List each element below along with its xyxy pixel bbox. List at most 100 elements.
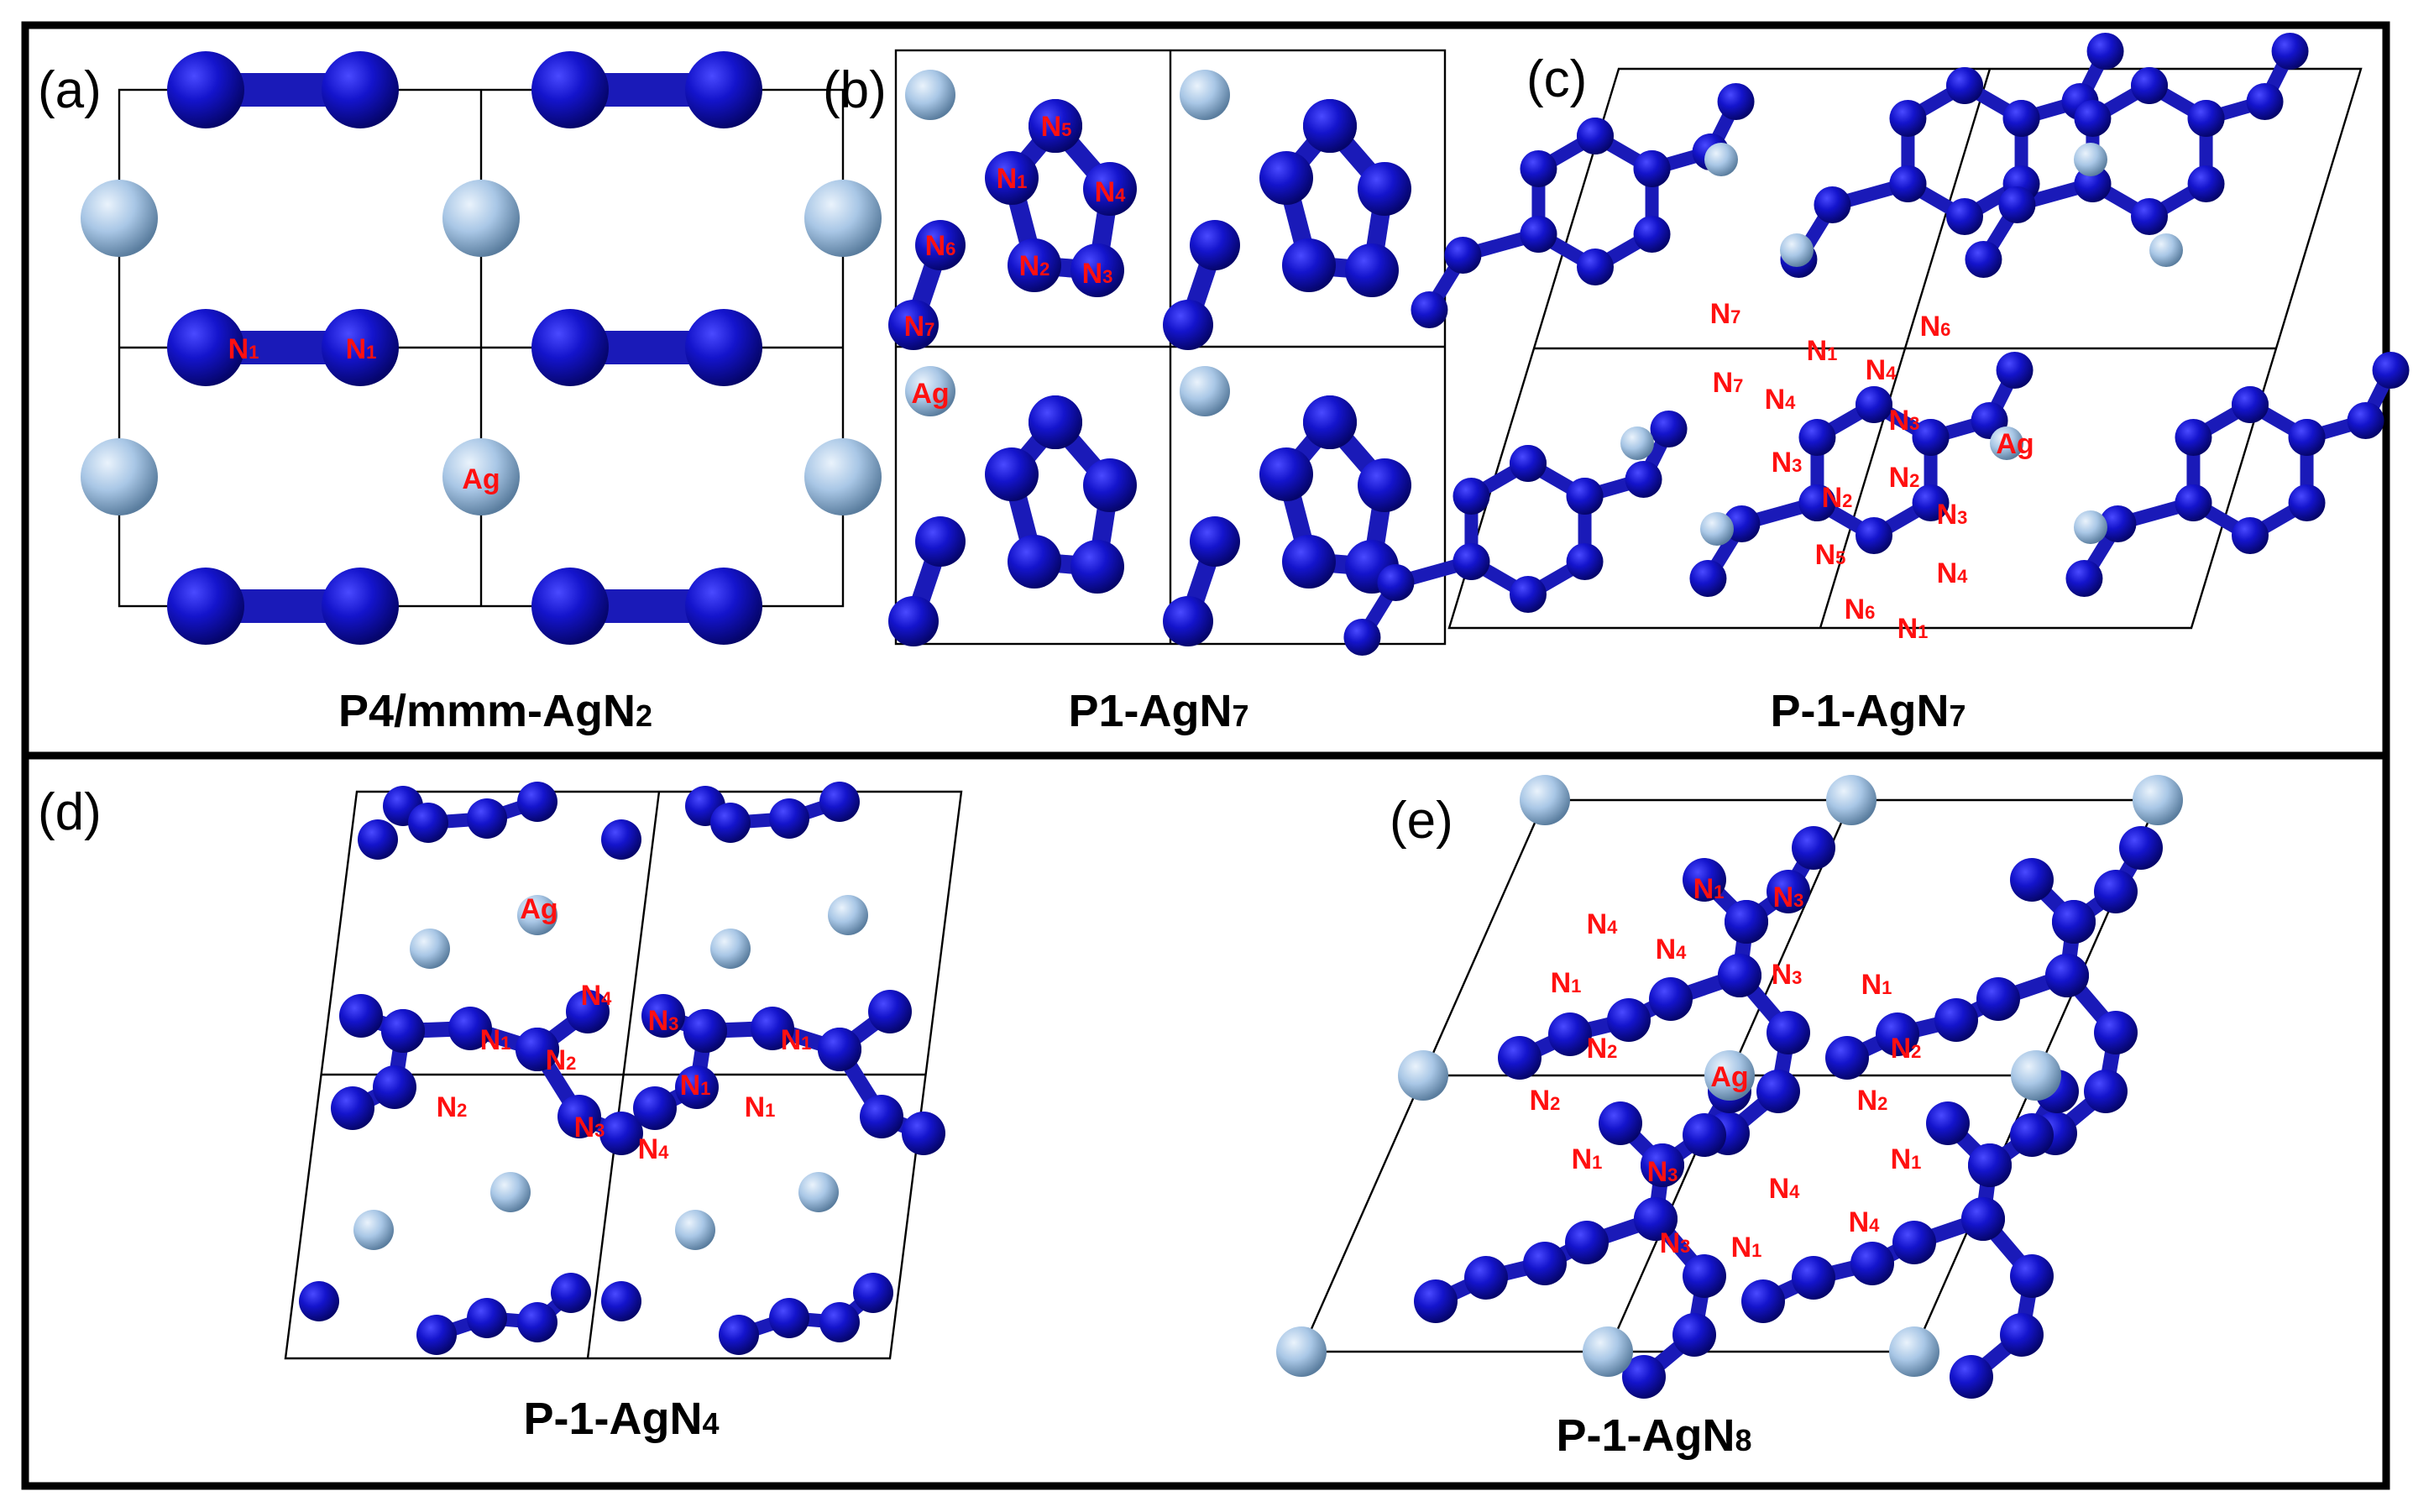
nitrogen-atom: [1792, 826, 1835, 870]
nitrogen-atom: [1965, 241, 2002, 278]
nitrogen-atom: [1259, 447, 1313, 501]
silver-atom: [410, 929, 450, 969]
nitrogen-atom: [601, 819, 641, 860]
nitrogen-atom: [1856, 386, 1892, 423]
nitrogen-atom: [2065, 560, 2103, 597]
nitrogen-atom: [408, 803, 448, 843]
nitrogen-atom: [358, 819, 398, 860]
nitrogen-atom: [2187, 100, 2225, 137]
atom-label: N1: [1731, 1232, 1762, 1263]
nitrogen-atom: [1565, 1221, 1609, 1264]
atom-label: N2: [1891, 1033, 1922, 1065]
nitrogen-atom: [1520, 216, 1557, 253]
atom-label: N4: [1095, 176, 1127, 208]
nitrogen-atom: [1453, 478, 1490, 515]
nitrogen-atom: [531, 309, 609, 386]
nitrogen-atom: [1889, 165, 1927, 202]
silver-atom: [905, 366, 955, 416]
nitrogen-atom: [1876, 1012, 1919, 1056]
nitrogen-atom: [1498, 1036, 1541, 1080]
atom-label: N3: [1937, 499, 1968, 531]
panel-label-e: (e): [1390, 792, 1453, 850]
silver-atom: [1180, 70, 1230, 120]
nitrogen-atom: [1767, 1011, 1810, 1054]
nitrogen-atom: [1303, 99, 1357, 153]
nitrogen-atom: [1411, 291, 1448, 328]
caption-c: P-1-AgN7: [1770, 686, 1965, 736]
panel-label-b: (b): [823, 61, 887, 119]
nitrogen-atom: [1029, 395, 1082, 449]
atom-label: N6: [925, 230, 956, 262]
atom-label: N6: [1920, 311, 1951, 343]
nitrogen-atom: [2131, 67, 2168, 104]
atom-label: N3: [1082, 258, 1113, 290]
atom-label: N7: [1710, 298, 1741, 330]
atom-label: N4: [1769, 1173, 1801, 1205]
caption-d: P-1-AgN4: [523, 1394, 719, 1444]
silver-atom: [353, 1210, 394, 1250]
nitrogen-atom: [1934, 998, 1978, 1042]
nitrogen-atom: [299, 1281, 339, 1321]
atom-label: N2: [1857, 1085, 1888, 1117]
nitrogen-atom: [2094, 1011, 2138, 1054]
panel-label-a: (a): [38, 61, 102, 119]
atom-label: N1: [997, 163, 1028, 195]
nitrogen-atom: [1566, 478, 1604, 515]
nitrogen-atom: [719, 1315, 759, 1355]
nitrogen-atom: [2094, 870, 2138, 913]
nitrogen-atom: [1303, 395, 1357, 449]
nitrogen-atom: [1520, 150, 1557, 187]
nitrogen-atom: [769, 798, 809, 839]
nitrogen-atom: [1814, 186, 1851, 223]
nitrogen-atom: [868, 990, 912, 1033]
nitrogen-atom: [1358, 162, 1411, 216]
nitrogen-atom: [322, 51, 399, 128]
atom-label: N3: [1772, 959, 1803, 991]
silver-atom: [1620, 426, 1654, 460]
nitrogen-atom: [1856, 517, 1892, 554]
nitrogen-atom: [2052, 900, 2096, 944]
atom-label: N3: [1889, 405, 1920, 437]
silver-atom: [2133, 775, 2183, 825]
nitrogen-atom: [2232, 517, 2269, 554]
nitrogen-atom: [1725, 900, 1768, 944]
atoms: [81, 33, 2410, 1399]
silver-atom: [905, 70, 955, 120]
nitrogen-atom: [853, 1273, 893, 1313]
silver-atom: [710, 929, 751, 969]
atom-label: N1: [1693, 873, 1725, 905]
nitrogen-atom: [1464, 1256, 1508, 1300]
nitrogen-atom: [1741, 1279, 1785, 1323]
nitrogen-atom: [1641, 1143, 1684, 1187]
nitrogen-atom: [1548, 1012, 1592, 1056]
atom-label: N2: [1019, 250, 1050, 282]
atom-label: N4: [1765, 384, 1797, 416]
nitrogen-atom: [1510, 576, 1547, 613]
nitrogen-atom: [1599, 1101, 1642, 1145]
nitrogen-atom: [2175, 484, 2212, 521]
nitrogen-atom: [2086, 33, 2124, 70]
nitrogen-atom: [1825, 1036, 1869, 1080]
atom-label: N3: [1647, 1156, 1678, 1188]
silver-atom: [2074, 143, 2107, 176]
nitrogen-atom: [1083, 458, 1137, 512]
atom-label: Ag: [1996, 428, 2034, 460]
atom-label: N3: [574, 1112, 605, 1143]
nitrogen-atom: [1633, 216, 1671, 253]
panel-label-c: (c): [1526, 50, 1587, 108]
nitrogen-atom: [1718, 954, 1761, 997]
nitrogen-atom: [1190, 516, 1240, 567]
nitrogen-atom: [467, 1298, 507, 1338]
nitrogen-atom: [2246, 83, 2284, 120]
nitrogen-atom: [1689, 560, 1727, 597]
nitrogen-atom: [1029, 99, 1082, 153]
atom-label: N2: [1587, 1033, 1618, 1065]
nitrogen-atom: [1683, 858, 1726, 902]
atom-label: N1: [1861, 969, 1892, 1001]
nitrogen-atom: [1414, 1279, 1458, 1323]
nitrogen-atom: [1912, 419, 1950, 456]
nitrogen-atom: [1343, 619, 1381, 656]
nitrogen-atom: [2010, 1113, 2054, 1157]
nitrogen-atom: [1850, 1242, 1894, 1285]
